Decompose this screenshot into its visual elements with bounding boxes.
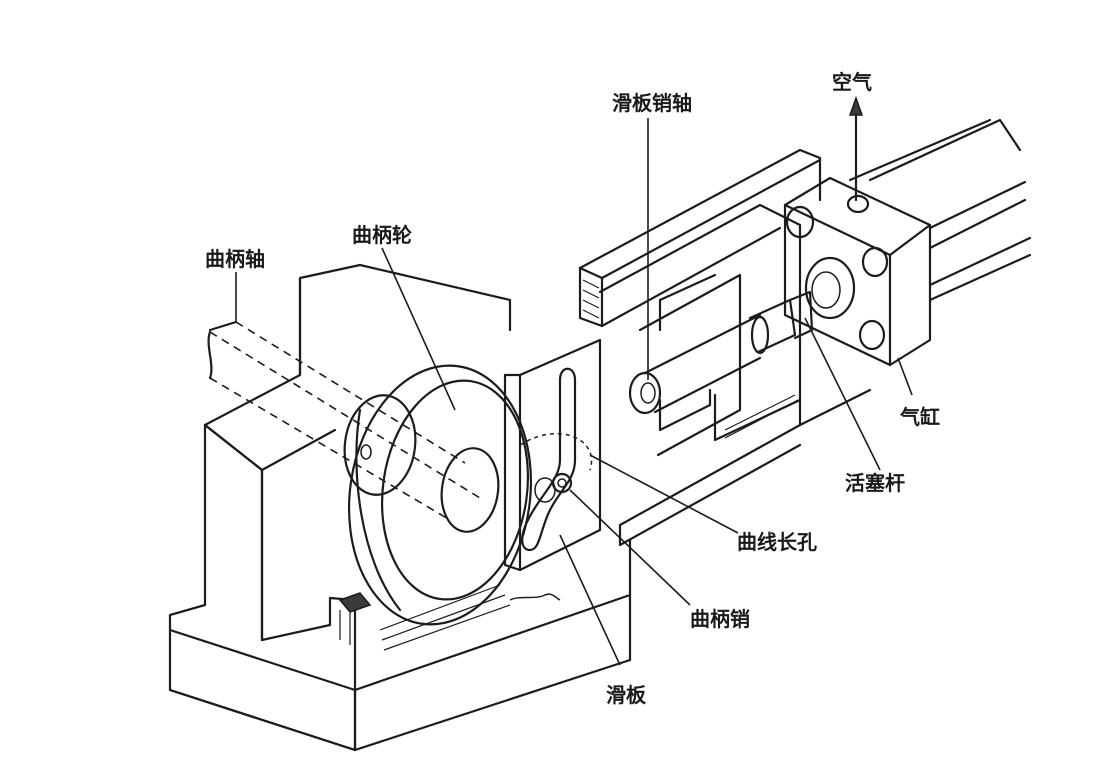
label-crank-shaft: 曲柄轴 xyxy=(205,247,265,271)
slide-plate xyxy=(503,338,602,572)
label-crank-pin: 曲柄销 xyxy=(690,607,750,631)
label-cylinder: 气缸 xyxy=(900,405,940,429)
cylinder xyxy=(783,118,1032,367)
crank-wheel xyxy=(343,364,533,651)
label-slide-plate: 滑板 xyxy=(606,683,646,707)
label-air: 空气 xyxy=(832,70,872,94)
base-frame xyxy=(168,263,632,752)
crank-shaft-lines xyxy=(207,320,481,521)
air-arrow xyxy=(848,95,864,202)
leader-lines xyxy=(235,118,913,666)
label-crank-wheel: 曲柄轮 xyxy=(352,223,412,247)
slide-pin-shaft xyxy=(628,273,762,432)
label-piston-rod: 活塞杆 xyxy=(845,471,905,495)
base-hatching xyxy=(338,592,561,645)
label-slide-pin-shaft: 滑板销轴 xyxy=(612,91,692,115)
housing-frame xyxy=(598,203,872,547)
guide-rail xyxy=(578,148,822,328)
label-curved-slot: 曲线长孔 xyxy=(737,530,817,554)
